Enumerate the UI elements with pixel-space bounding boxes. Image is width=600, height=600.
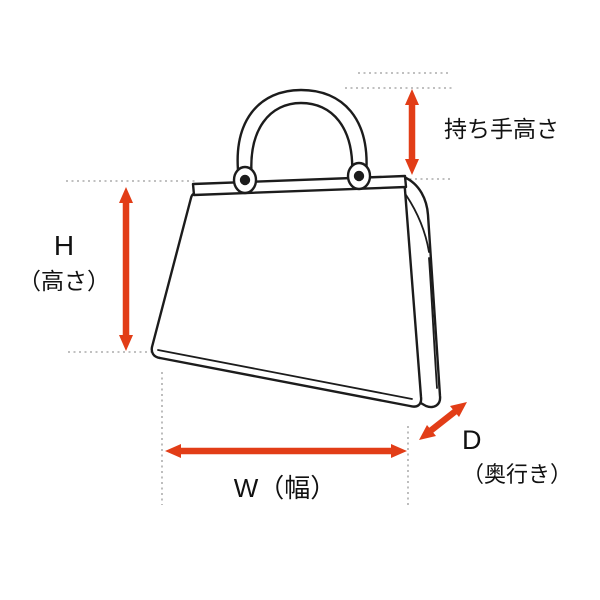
- arrowhead-down: [405, 159, 419, 175]
- arrowhead-lower-left: [419, 425, 436, 440]
- height-name: （高さ）: [18, 268, 110, 294]
- arrowhead-right: [391, 444, 407, 458]
- handbag-illustration: [150, 88, 442, 409]
- bag-bottom-piping: [157, 349, 413, 400]
- depth-name: （奥行き）: [462, 461, 573, 487]
- handle-height-label: 持ち手高さ: [444, 116, 559, 142]
- height-letter: H: [53, 230, 75, 261]
- bag-handle: [236, 88, 368, 182]
- depth-arrow: [419, 402, 467, 440]
- arrowhead-left: [165, 444, 181, 458]
- handle-rivet-right: [353, 170, 365, 182]
- depth-label: D （奥行き）: [462, 424, 572, 488]
- arrowhead-upper-right: [450, 402, 467, 417]
- handle-height-arrow: [405, 89, 419, 175]
- width-label: W（幅）: [233, 473, 337, 503]
- depth-letter: D: [462, 425, 482, 455]
- bag-gusset-crease: [405, 194, 430, 253]
- arrow-shaft: [426, 407, 460, 435]
- height-arrow: [119, 187, 133, 351]
- dimension-arrows: [119, 89, 467, 458]
- height-label: H （高さ）: [6, 228, 122, 296]
- arrowhead-up: [119, 187, 133, 203]
- handle-rivet-left: [239, 174, 251, 186]
- guide-lines: [66, 72, 455, 508]
- bag-gusset-fold-line: [428, 257, 438, 389]
- width-arrow: [165, 444, 407, 458]
- bag-front-panel: [150, 183, 423, 408]
- bag-gusset: [402, 175, 442, 409]
- arrowhead-down: [119, 335, 133, 351]
- arrowhead-up: [405, 89, 419, 105]
